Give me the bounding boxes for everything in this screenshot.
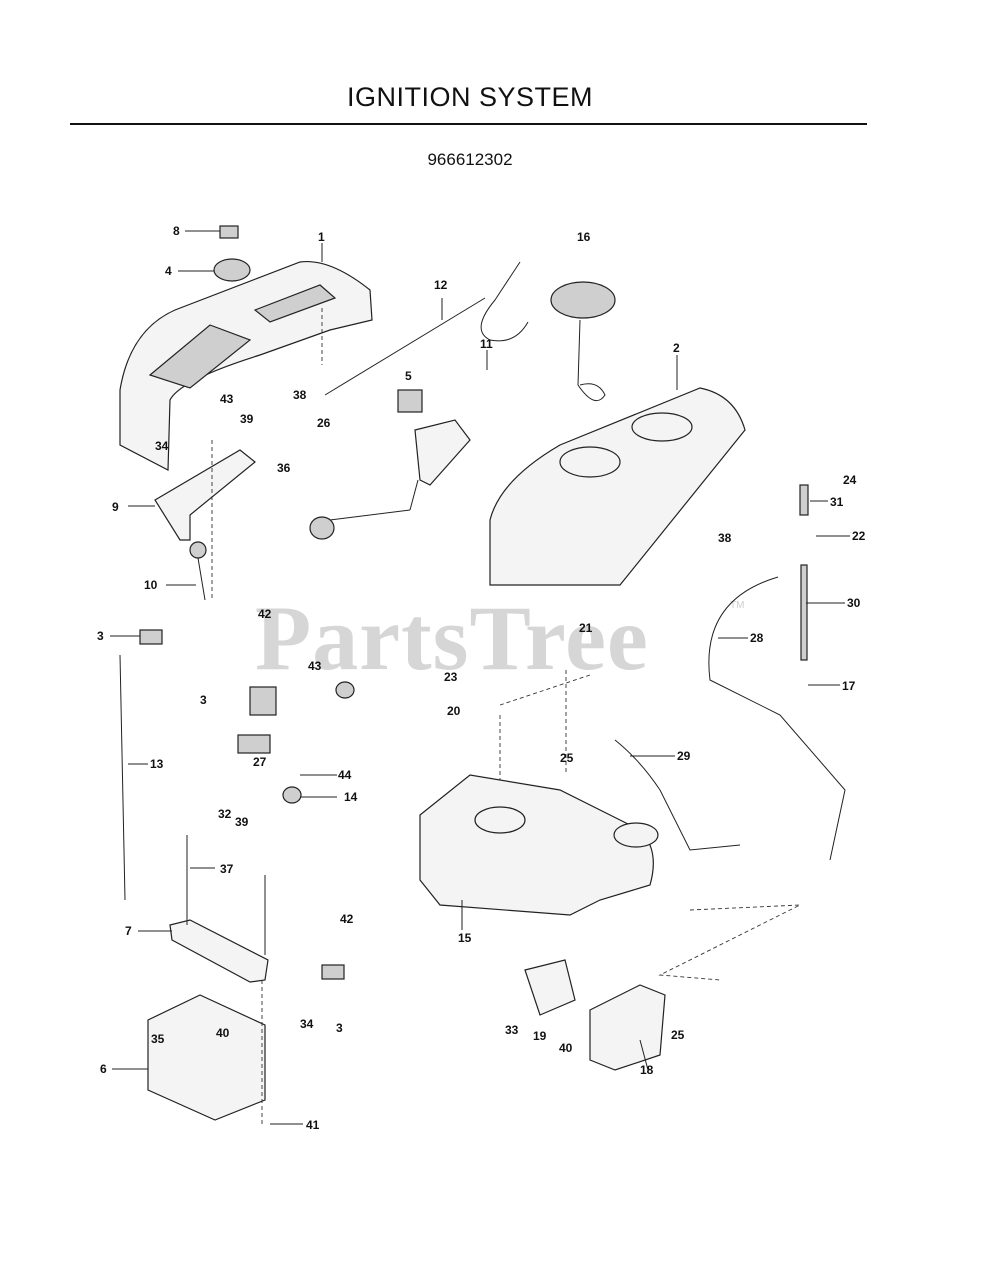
part-key [219, 225, 239, 239]
part-battery-holddown [169, 919, 269, 983]
callout-4: 4 [165, 264, 172, 278]
part-fuel-hose [614, 739, 741, 851]
assembly-line-3 [499, 670, 591, 780]
callout-3a: 3 [97, 629, 104, 643]
callout-29: 29 [677, 749, 691, 763]
callout-40a: 40 [216, 1026, 230, 1040]
callout-5: 5 [405, 369, 412, 383]
callout-41: 41 [306, 1118, 320, 1132]
part-connector-3 [249, 686, 277, 716]
part-fuel-line-vertical [800, 564, 808, 661]
callout-labels: 1 2 3 3 3 4 5 6 7 8 9 10 11 12 13 14 15 … [97, 224, 866, 1132]
part-dash-panel [119, 260, 373, 471]
part-lever-rod [197, 557, 206, 601]
watermark: PartsTree [255, 587, 649, 689]
part-switch-bracket [414, 419, 471, 486]
part-battery [147, 994, 266, 1121]
callout-27: 27 [253, 755, 267, 769]
callout-3b: 3 [200, 693, 207, 707]
callout-28: 28 [750, 631, 764, 645]
callout-16: 16 [577, 230, 591, 244]
callout-42a: 42 [258, 607, 272, 621]
callout-22: 22 [852, 529, 866, 543]
assembly-line-4 [658, 904, 801, 981]
model-number: 966612302 [427, 150, 513, 169]
watermark-tm: TM [730, 600, 745, 611]
callout-38b: 38 [718, 531, 732, 545]
callout-24: 24 [843, 473, 857, 487]
callout-32: 32 [218, 807, 232, 821]
leader-lines [110, 230, 850, 1125]
callout-26: 26 [317, 416, 331, 430]
callout-6: 6 [100, 1062, 107, 1076]
callout-38a: 38 [293, 388, 307, 402]
part-tank-filler [613, 822, 659, 848]
part-vent-hose [708, 576, 846, 861]
part-switch [397, 389, 423, 413]
callout-7: 7 [125, 924, 132, 938]
callout-42b: 42 [340, 912, 354, 926]
callout-30: 30 [847, 596, 861, 610]
part-cover-opening-left [559, 446, 621, 478]
callout-34b: 34 [300, 1017, 314, 1031]
callout-3c: 3 [336, 1021, 343, 1035]
callout-14: 14 [344, 790, 358, 804]
callout-44: 44 [338, 768, 352, 782]
callout-21: 21 [579, 621, 593, 635]
callout-15: 15 [458, 931, 472, 945]
part-fuel-filter [799, 484, 809, 516]
diagram-title: IGNITION SYSTEM [346, 82, 594, 112]
callout-37: 37 [220, 862, 234, 876]
part-fuel-tank-cover [489, 387, 746, 586]
title-rule [70, 123, 867, 125]
part-bracket [154, 449, 256, 541]
part-tank-neck [474, 806, 526, 834]
part-fitting-43 [335, 681, 355, 699]
part-fuel-cap [550, 281, 616, 319]
callout-23: 23 [444, 670, 458, 684]
part-connector-3b [139, 629, 163, 645]
callout-40b: 40 [559, 1041, 573, 1055]
callout-12: 12 [434, 278, 448, 292]
part-charcoal-canister [589, 984, 666, 1071]
callout-1: 1 [318, 230, 325, 244]
callout-25b: 25 [671, 1028, 685, 1042]
callout-33: 33 [505, 1023, 519, 1037]
callout-11: 11 [480, 337, 493, 351]
callout-43a: 43 [220, 392, 234, 406]
callout-34a: 34 [155, 439, 169, 453]
part-cover-opening-right [631, 412, 693, 442]
part-choke-handle [309, 479, 419, 540]
part-connector-3c [321, 964, 345, 980]
callout-43b: 43 [308, 659, 322, 673]
callout-39a: 39 [240, 412, 254, 426]
part-canister-bracket [524, 959, 576, 1016]
callout-18: 18 [640, 1063, 654, 1077]
callout-19: 19 [533, 1029, 547, 1043]
part-fuel-tank [419, 774, 654, 916]
part-lever-knob [189, 541, 207, 559]
part-battery-cable [119, 654, 126, 901]
callout-10: 10 [144, 578, 158, 592]
callout-39b: 39 [235, 815, 249, 829]
part-ignition-switch [213, 258, 251, 282]
callout-2: 2 [673, 341, 680, 355]
callout-20: 20 [447, 704, 461, 718]
part-fitting-14 [282, 786, 302, 804]
callout-31: 31 [830, 495, 844, 509]
callout-36: 36 [277, 461, 291, 475]
callout-8: 8 [173, 224, 180, 238]
part-solenoid [237, 734, 271, 754]
callout-35: 35 [151, 1032, 165, 1046]
part-throttle-cable [480, 261, 529, 342]
callout-25a: 25 [560, 751, 574, 765]
part-cap-tether [577, 319, 606, 402]
callout-17: 17 [842, 679, 856, 693]
callout-13: 13 [150, 757, 164, 771]
callout-9: 9 [112, 500, 119, 514]
